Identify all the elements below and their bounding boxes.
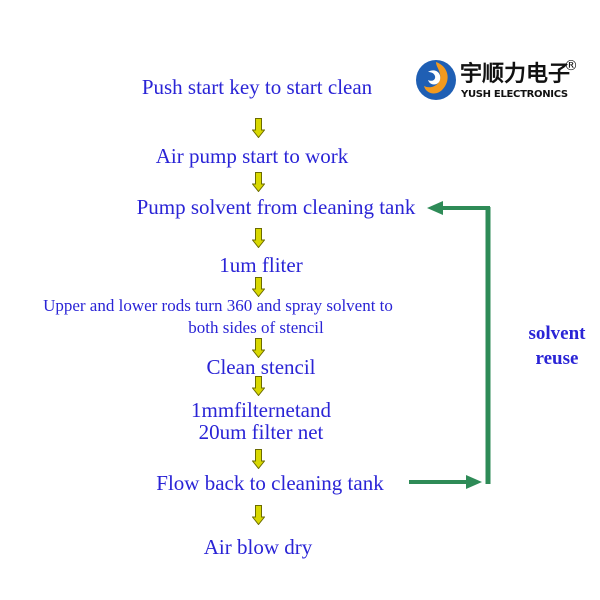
logo-name-en: YUSH ELECTRONICS	[461, 89, 568, 100]
logo-mark-icon	[416, 60, 456, 100]
down-arrow-icon	[252, 338, 265, 358]
down-arrow-icon	[252, 172, 265, 192]
step-air-pump: Air pump start to work	[155, 144, 349, 168]
loop-label-solvent: solvent	[528, 323, 586, 344]
step-push-start: Push start key to start clean	[141, 75, 373, 99]
registered-mark: ®	[564, 58, 578, 74]
loop-label-reuse: reuse	[535, 348, 579, 369]
down-arrow-icon	[252, 277, 265, 297]
step-filter-net-line-2: 20um filter net	[198, 420, 324, 444]
down-arrow-icon	[252, 118, 265, 138]
step-flow-back: Flow back to cleaning tank	[156, 471, 384, 495]
step-clean-stencil: Clean stencil	[206, 355, 316, 379]
down-arrow-icon	[252, 228, 265, 248]
step-pump-solvent: Pump solvent from cleaning tank	[136, 195, 416, 219]
down-arrow-icon	[252, 376, 265, 396]
loop-left-arrowhead-icon	[427, 201, 443, 215]
down-arrow-icon	[252, 505, 265, 525]
step-filter-net-line-1: 1mmfilternetand	[191, 398, 331, 422]
step-spray-line-2: both sides of stencil	[188, 318, 324, 337]
company-logo: 宇顺力电子 ® YUSH ELECTRONICS	[414, 58, 584, 110]
logo-name-cn: 宇顺力电子	[460, 62, 571, 87]
down-arrow-icon	[252, 449, 265, 469]
step-air-blow-dry: Air blow dry	[203, 535, 313, 559]
loop-right-arrowhead-icon	[466, 475, 482, 489]
step-1um-filter: 1um fliter	[219, 253, 303, 277]
step-spray-line-1: Upper and lower rods turn 360 and spray …	[43, 296, 393, 315]
